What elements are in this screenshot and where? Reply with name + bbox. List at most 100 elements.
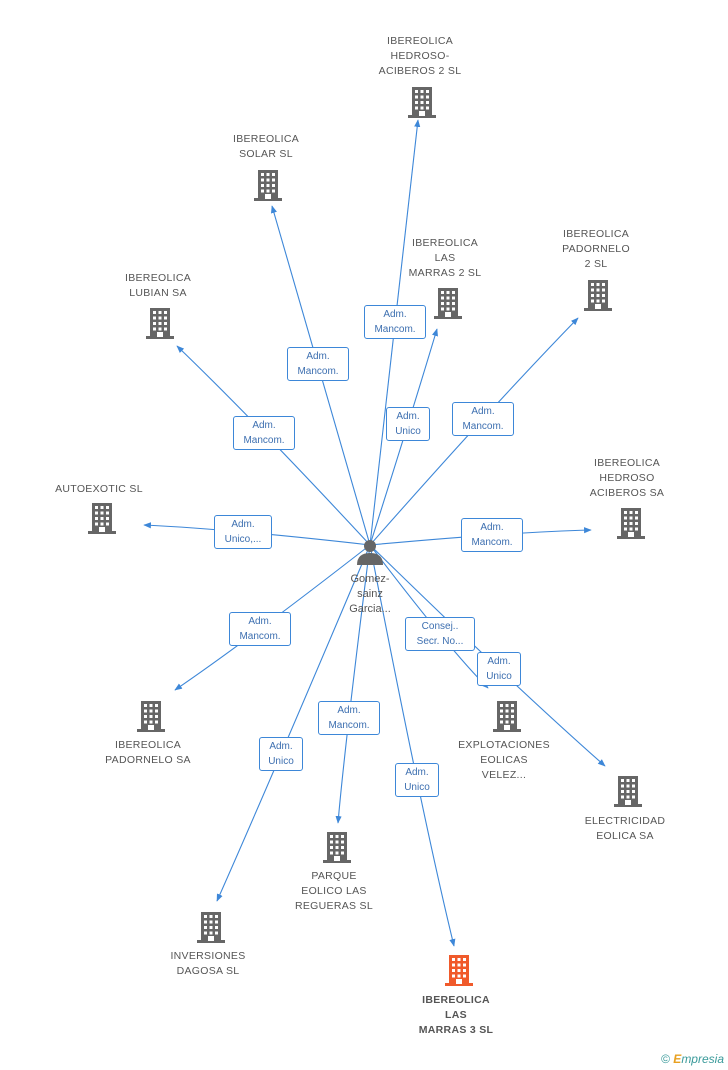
relation-label-ibereolica-las-marras-3[interactable]: Adm. Unico	[395, 763, 439, 797]
company-label-line: HEDROSO-	[390, 50, 450, 62]
nodes	[88, 87, 645, 986]
building-icon[interactable]	[146, 308, 174, 339]
building-icon[interactable]	[254, 170, 282, 201]
building-icon[interactable]	[617, 508, 645, 539]
relation-label-line: Mancom.	[297, 366, 339, 377]
company-label-line: LAS	[434, 252, 456, 264]
building-icon[interactable]	[323, 832, 351, 863]
relation-label-line: Adm.	[231, 519, 255, 530]
relation-label-autoexotic[interactable]: Adm. Unico,...	[214, 515, 272, 549]
company-label-line: LAS	[445, 1009, 467, 1021]
company-label-ibereolica-hedroso-aciberos[interactable]: IBEREOLICA HEDROSO ACIBEROS SA	[562, 456, 692, 501]
building-icon[interactable]	[584, 280, 612, 311]
person-icon[interactable]	[357, 540, 383, 565]
relation-label-line: Mancom.	[462, 421, 504, 432]
relation-label-ibereolica-hedroso-aciberos-2[interactable]: Adm. Mancom.	[364, 305, 426, 339]
company-label-ibereolica-las-marras-3[interactable]: IBEREOLICA LAS MARRAS 3 SL	[391, 993, 521, 1038]
building-icon[interactable]	[88, 503, 116, 534]
building-icon[interactable]	[445, 955, 473, 986]
company-label-line: IBEREOLICA	[593, 457, 661, 469]
company-label-line: IBEREOLICA	[232, 133, 300, 145]
person-label-line: Gomez-	[350, 573, 390, 585]
relation-label-ibereolica-solar[interactable]: Adm. Mancom.	[287, 347, 349, 381]
company-label-line: ELECTRICIDAD	[584, 815, 666, 827]
relation-label-line: Unico	[268, 756, 294, 767]
copyright-symbol: ©	[661, 1052, 670, 1066]
company-label-line: IBEREOLICA	[124, 272, 192, 284]
building-icon[interactable]	[137, 701, 165, 732]
company-label-line: MARRAS 3 SL	[418, 1024, 494, 1036]
company-label-explotaciones-eolicas-velez[interactable]: EXPLOTACIONES EOLICAS VELEZ...	[439, 738, 569, 783]
company-label-ibereolica-solar[interactable]: IBEREOLICA SOLAR SL	[201, 132, 331, 162]
company-label-line: DAGOSA SL	[176, 965, 240, 977]
person-label-line: Garcia...	[349, 603, 391, 615]
relation-label-line: Adm.	[337, 705, 361, 716]
relation-label-line: Consej..	[421, 621, 459, 632]
company-label-line: 2 SL	[584, 258, 608, 270]
company-label-ibereolica-padornelo[interactable]: IBEREOLICA PADORNELO SA	[83, 738, 213, 768]
company-label-electricidad-eolica[interactable]: ELECTRICIDAD EOLICA SA	[560, 814, 690, 844]
relation-label-line: Unico	[404, 782, 430, 793]
company-label-inversiones-dagosa[interactable]: INVERSIONES DAGOSA SL	[143, 949, 273, 979]
relation-label-line: Adm.	[396, 411, 420, 422]
company-label-ibereolica-lubian[interactable]: IBEREOLICA LUBIAN SA	[93, 271, 223, 301]
company-label-line: PADORNELO SA	[105, 754, 191, 766]
company-label-line: INVERSIONES	[170, 950, 246, 962]
company-label-ibereolica-hedroso-aciberos-2[interactable]: IBEREOLICA HEDROSO- ACIBEROS 2 SL	[355, 34, 485, 79]
relation-label-line: Mancom.	[471, 537, 513, 548]
relation-label-parque-eolico-las-regueras[interactable]: Adm. Mancom.	[318, 701, 380, 735]
company-label-autoexotic[interactable]: AUTOEXOTIC SL	[34, 482, 164, 497]
company-label-line: IBEREOLICA	[422, 994, 490, 1006]
company-label-line: EOLICA SA	[596, 830, 654, 842]
relation-label-line: Adm.	[487, 656, 511, 667]
company-label-line: LUBIAN SA	[129, 287, 187, 299]
building-icon[interactable]	[493, 701, 521, 732]
relation-label-ibereolica-padornelo[interactable]: Adm.Mancom.	[229, 612, 291, 646]
relation-label-line: Adm.	[471, 406, 495, 417]
relation-label-line: Adm.	[306, 351, 330, 362]
relation-label-line: Mancom.	[374, 324, 416, 335]
relation-label-line: Adm.	[252, 420, 276, 431]
relation-label-line: Adm.	[383, 309, 407, 320]
relation-label-electricidad-eolica[interactable]: Adm. Unico	[477, 652, 521, 686]
company-label-line: VELEZ...	[481, 769, 527, 781]
company-label-line: EOLICAS	[480, 754, 528, 766]
relation-label-line: Mancom.	[328, 720, 370, 731]
relation-label-line: Unico	[486, 671, 512, 682]
relation-label-ibereolica-lubian[interactable]: Adm. Mancom.	[233, 416, 295, 450]
company-label-line: IBEREOLICA	[386, 35, 454, 47]
company-label-line: ACIBEROS SA	[589, 487, 665, 499]
company-label-line: SOLAR SL	[239, 148, 293, 160]
company-label-line: EOLICO LAS	[301, 885, 367, 897]
relation-label-line: Unico	[395, 426, 421, 437]
building-icon[interactable]	[197, 912, 225, 943]
relation-label-line: Mancom.	[243, 435, 285, 446]
company-label-line: HEDROSO	[599, 472, 655, 484]
company-label-line: ACIBEROS 2 SL	[378, 65, 462, 77]
building-icon[interactable]	[434, 288, 462, 319]
building-icon[interactable]	[408, 87, 436, 118]
relation-label-ibereolica-padornelo-2[interactable]: Adm. Mancom.	[452, 402, 514, 436]
company-label-line: REGUERAS SL	[295, 900, 373, 912]
company-label-line: IBEREOLICA	[562, 228, 630, 240]
relation-label-ibereolica-las-marras-2[interactable]: Adm. Unico	[386, 407, 430, 441]
company-label-line: IBEREOLICA	[114, 739, 182, 751]
brand-name: mpresia	[681, 1052, 724, 1066]
company-label-line: IBEREOLICA	[411, 237, 479, 249]
company-label-line: MARRAS 2 SL	[408, 267, 482, 279]
relation-label-line: Secr. No...	[416, 636, 464, 647]
building-icon[interactable]	[614, 776, 642, 807]
relation-label-ibereolica-hedroso-aciberos[interactable]: Adm. Mancom.	[461, 518, 523, 552]
relation-label-line: Adm.	[480, 522, 504, 533]
footer-brand: © Empresia	[661, 1052, 724, 1066]
company-label-line: EXPLOTACIONES	[458, 739, 550, 751]
relation-label-inversiones-dagosa[interactable]: Adm.Unico	[259, 737, 303, 771]
company-label-ibereolica-las-marras-2[interactable]: IBEREOLICA LAS MARRAS 2 SL	[380, 236, 510, 281]
relation-label-line: Unico,...	[224, 534, 262, 545]
relation-label-line: Mancom.	[239, 631, 281, 642]
relation-label-line: Adm.	[405, 767, 429, 778]
relation-label-explotaciones-eolicas-velez[interactable]: Consej.. Secr. No...	[405, 617, 475, 651]
